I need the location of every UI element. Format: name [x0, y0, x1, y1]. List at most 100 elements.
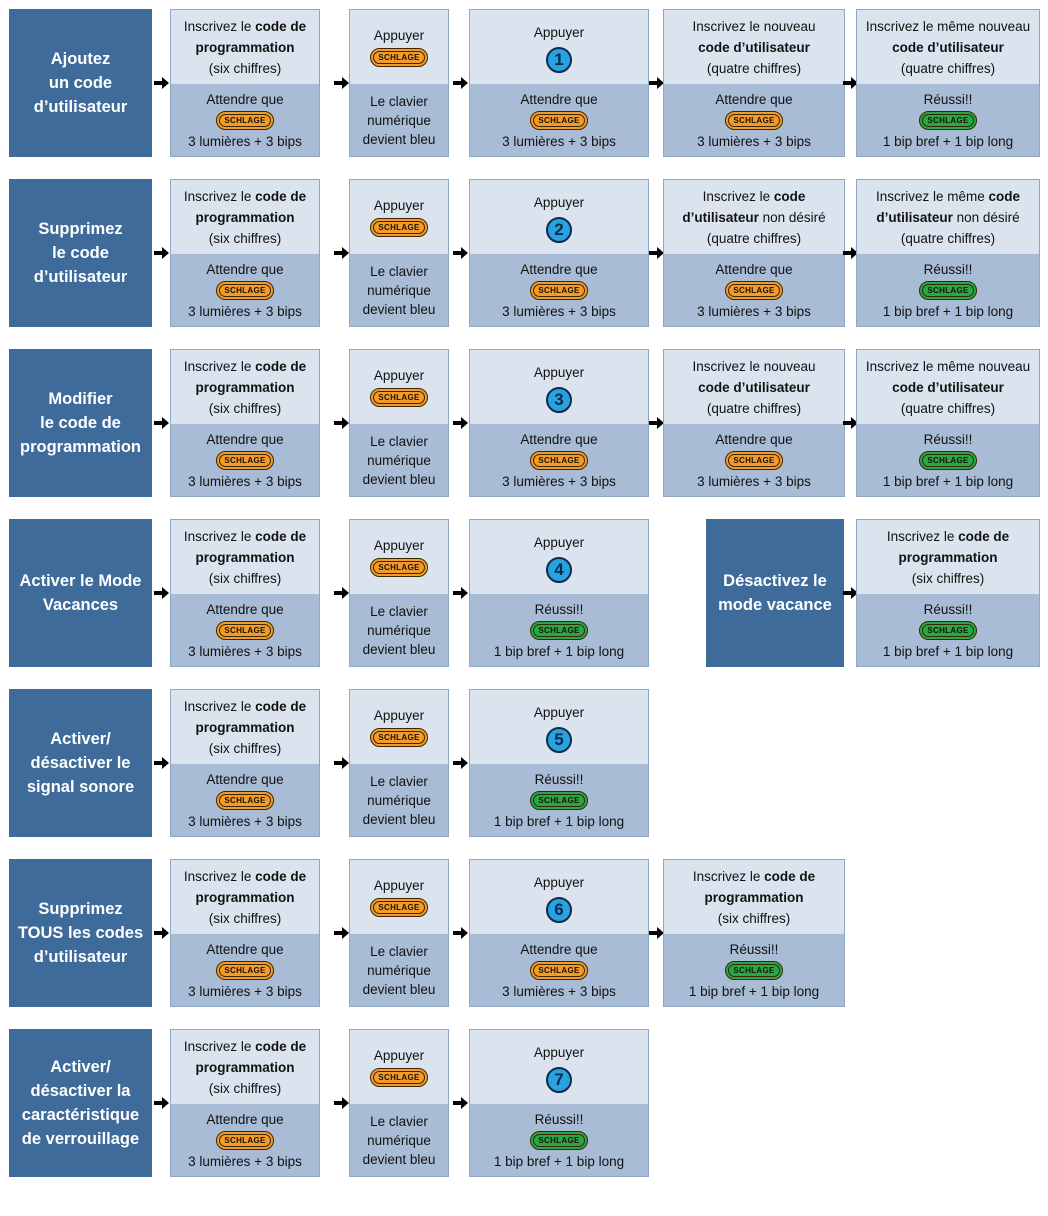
step-text-line: Appuyer [534, 532, 584, 553]
step-text-line: Appuyer [374, 535, 424, 556]
procedure-label-text: Activer/ désactiver la caractéristique d… [21, 1058, 140, 1148]
step-text-line: 3 lumières + 3 bips [188, 642, 302, 661]
arrow-right-icon [649, 926, 665, 940]
procedure-label-text: Modifier le code de programmation [19, 390, 141, 456]
schlage-logo-text: SCHLAGE [219, 793, 271, 807]
step-text-line: d’utilisateur non désiré [876, 207, 1019, 228]
arrow-right-icon [843, 76, 859, 90]
step-text-line: (quatre chiffres) [901, 228, 995, 249]
step-text: Attendre que [715, 91, 793, 107]
step-text-line: (six chiffres) [209, 568, 282, 589]
step-text: Inscrivez le même [875, 188, 989, 204]
step-text-bold: code de [958, 528, 1010, 544]
step-text-line: programmation [195, 547, 294, 568]
schlage-button-green-icon: SCHLAGE [919, 620, 977, 640]
step-text-line: programmation [195, 1057, 294, 1078]
step-text: Appuyer [533, 704, 585, 720]
arrow-right-icon [154, 1096, 170, 1110]
step-text-line: code d’utilisateur [892, 377, 1004, 398]
step-text: Attendre que [520, 941, 598, 957]
step-text: (six chiffres) [208, 60, 282, 76]
arrow-right-icon [334, 416, 350, 430]
schlage-button-orange-icon: SCHLAGE [370, 388, 428, 407]
step-text-line: code d’utilisateur [892, 37, 1004, 58]
step-text: 1 bip bref + 1 bip long [882, 473, 1014, 489]
step-text-line: Le clavier [370, 1112, 428, 1131]
step-text-bold: code d’utilisateur [892, 379, 1004, 395]
step-text: Attendre que [520, 261, 598, 277]
schlage-logo-text: SCHLAGE [219, 283, 271, 297]
schlage-logo-text: SCHLAGE [922, 283, 974, 297]
step-text-line: numérique [367, 111, 431, 130]
schlage-logo-text: SCHLAGE [219, 963, 271, 977]
step-text-line: Appuyer [534, 22, 584, 43]
step-text-line: Attendre que [715, 430, 792, 449]
step-text: (quatre chiffres) [900, 230, 996, 246]
step-text-line: Le clavier [370, 92, 428, 111]
step-text: devient bleu [362, 471, 436, 487]
step-text: Attendre que [715, 261, 793, 277]
step-text: 3 lumières + 3 bips [188, 983, 302, 999]
step-text: Le clavier [370, 263, 428, 279]
schlage-button-green-icon: SCHLAGE [919, 280, 977, 300]
schlage-logo-text: SCHLAGE [533, 453, 585, 467]
schlage-logo-text: SCHLAGE [373, 51, 425, 64]
step-text-line: Attendre que [715, 90, 792, 109]
step-text-line: Appuyer [534, 192, 584, 213]
step-text: Réussi!! [534, 771, 584, 787]
step-text: Réussi!! [923, 601, 973, 617]
step-text-line: 1 bip bref + 1 bip long [494, 642, 624, 661]
arrow-right-icon [334, 76, 350, 90]
step-text: Inscrivez le [183, 698, 256, 714]
schlage-logo-text: SCHLAGE [728, 113, 780, 127]
step-text: (quatre chiffres) [900, 60, 996, 76]
step-text-line: devient bleu [363, 1150, 436, 1169]
step-text: Attendre que [206, 601, 284, 617]
schlage-logo-text: SCHLAGE [533, 623, 585, 637]
step-text: (quatre chiffres) [900, 400, 996, 416]
procedure-label-text: Ajoutez un code d’utilisateur [33, 50, 128, 116]
step-text: 3 lumières + 3 bips [697, 303, 811, 319]
schlage-logo-text: SCHLAGE [922, 113, 974, 127]
step-text: Appuyer [533, 24, 585, 40]
step-text: Réussi!! [923, 91, 973, 107]
step-text-line: Appuyer [534, 872, 584, 893]
step-text-line: programmation [195, 887, 294, 908]
procedure-label: Supprimez le code d’utilisateur [9, 179, 152, 327]
arrow-right-icon [453, 586, 469, 600]
step-text-line: (six chiffres) [209, 398, 282, 419]
step-text-line: 1 bip bref + 1 bip long [689, 982, 819, 1001]
step-text: devient bleu [362, 981, 436, 997]
step-text-line: devient bleu [363, 980, 436, 999]
step-text: Attendre que [206, 771, 284, 787]
step-text: Inscrivez le nouveau [692, 18, 816, 34]
step-text: Inscrivez le [886, 528, 959, 544]
arrow-right-icon [649, 246, 665, 260]
step-text-line: Attendre que [520, 90, 597, 109]
step-text-bold: code d’utilisateur [698, 39, 810, 55]
step-text: numérique [367, 452, 431, 468]
step-text: Appuyer [533, 874, 585, 890]
step-text: Attendre que [206, 431, 284, 447]
step-text-line: numérique [367, 961, 431, 980]
step-text-line: Appuyer [534, 362, 584, 383]
